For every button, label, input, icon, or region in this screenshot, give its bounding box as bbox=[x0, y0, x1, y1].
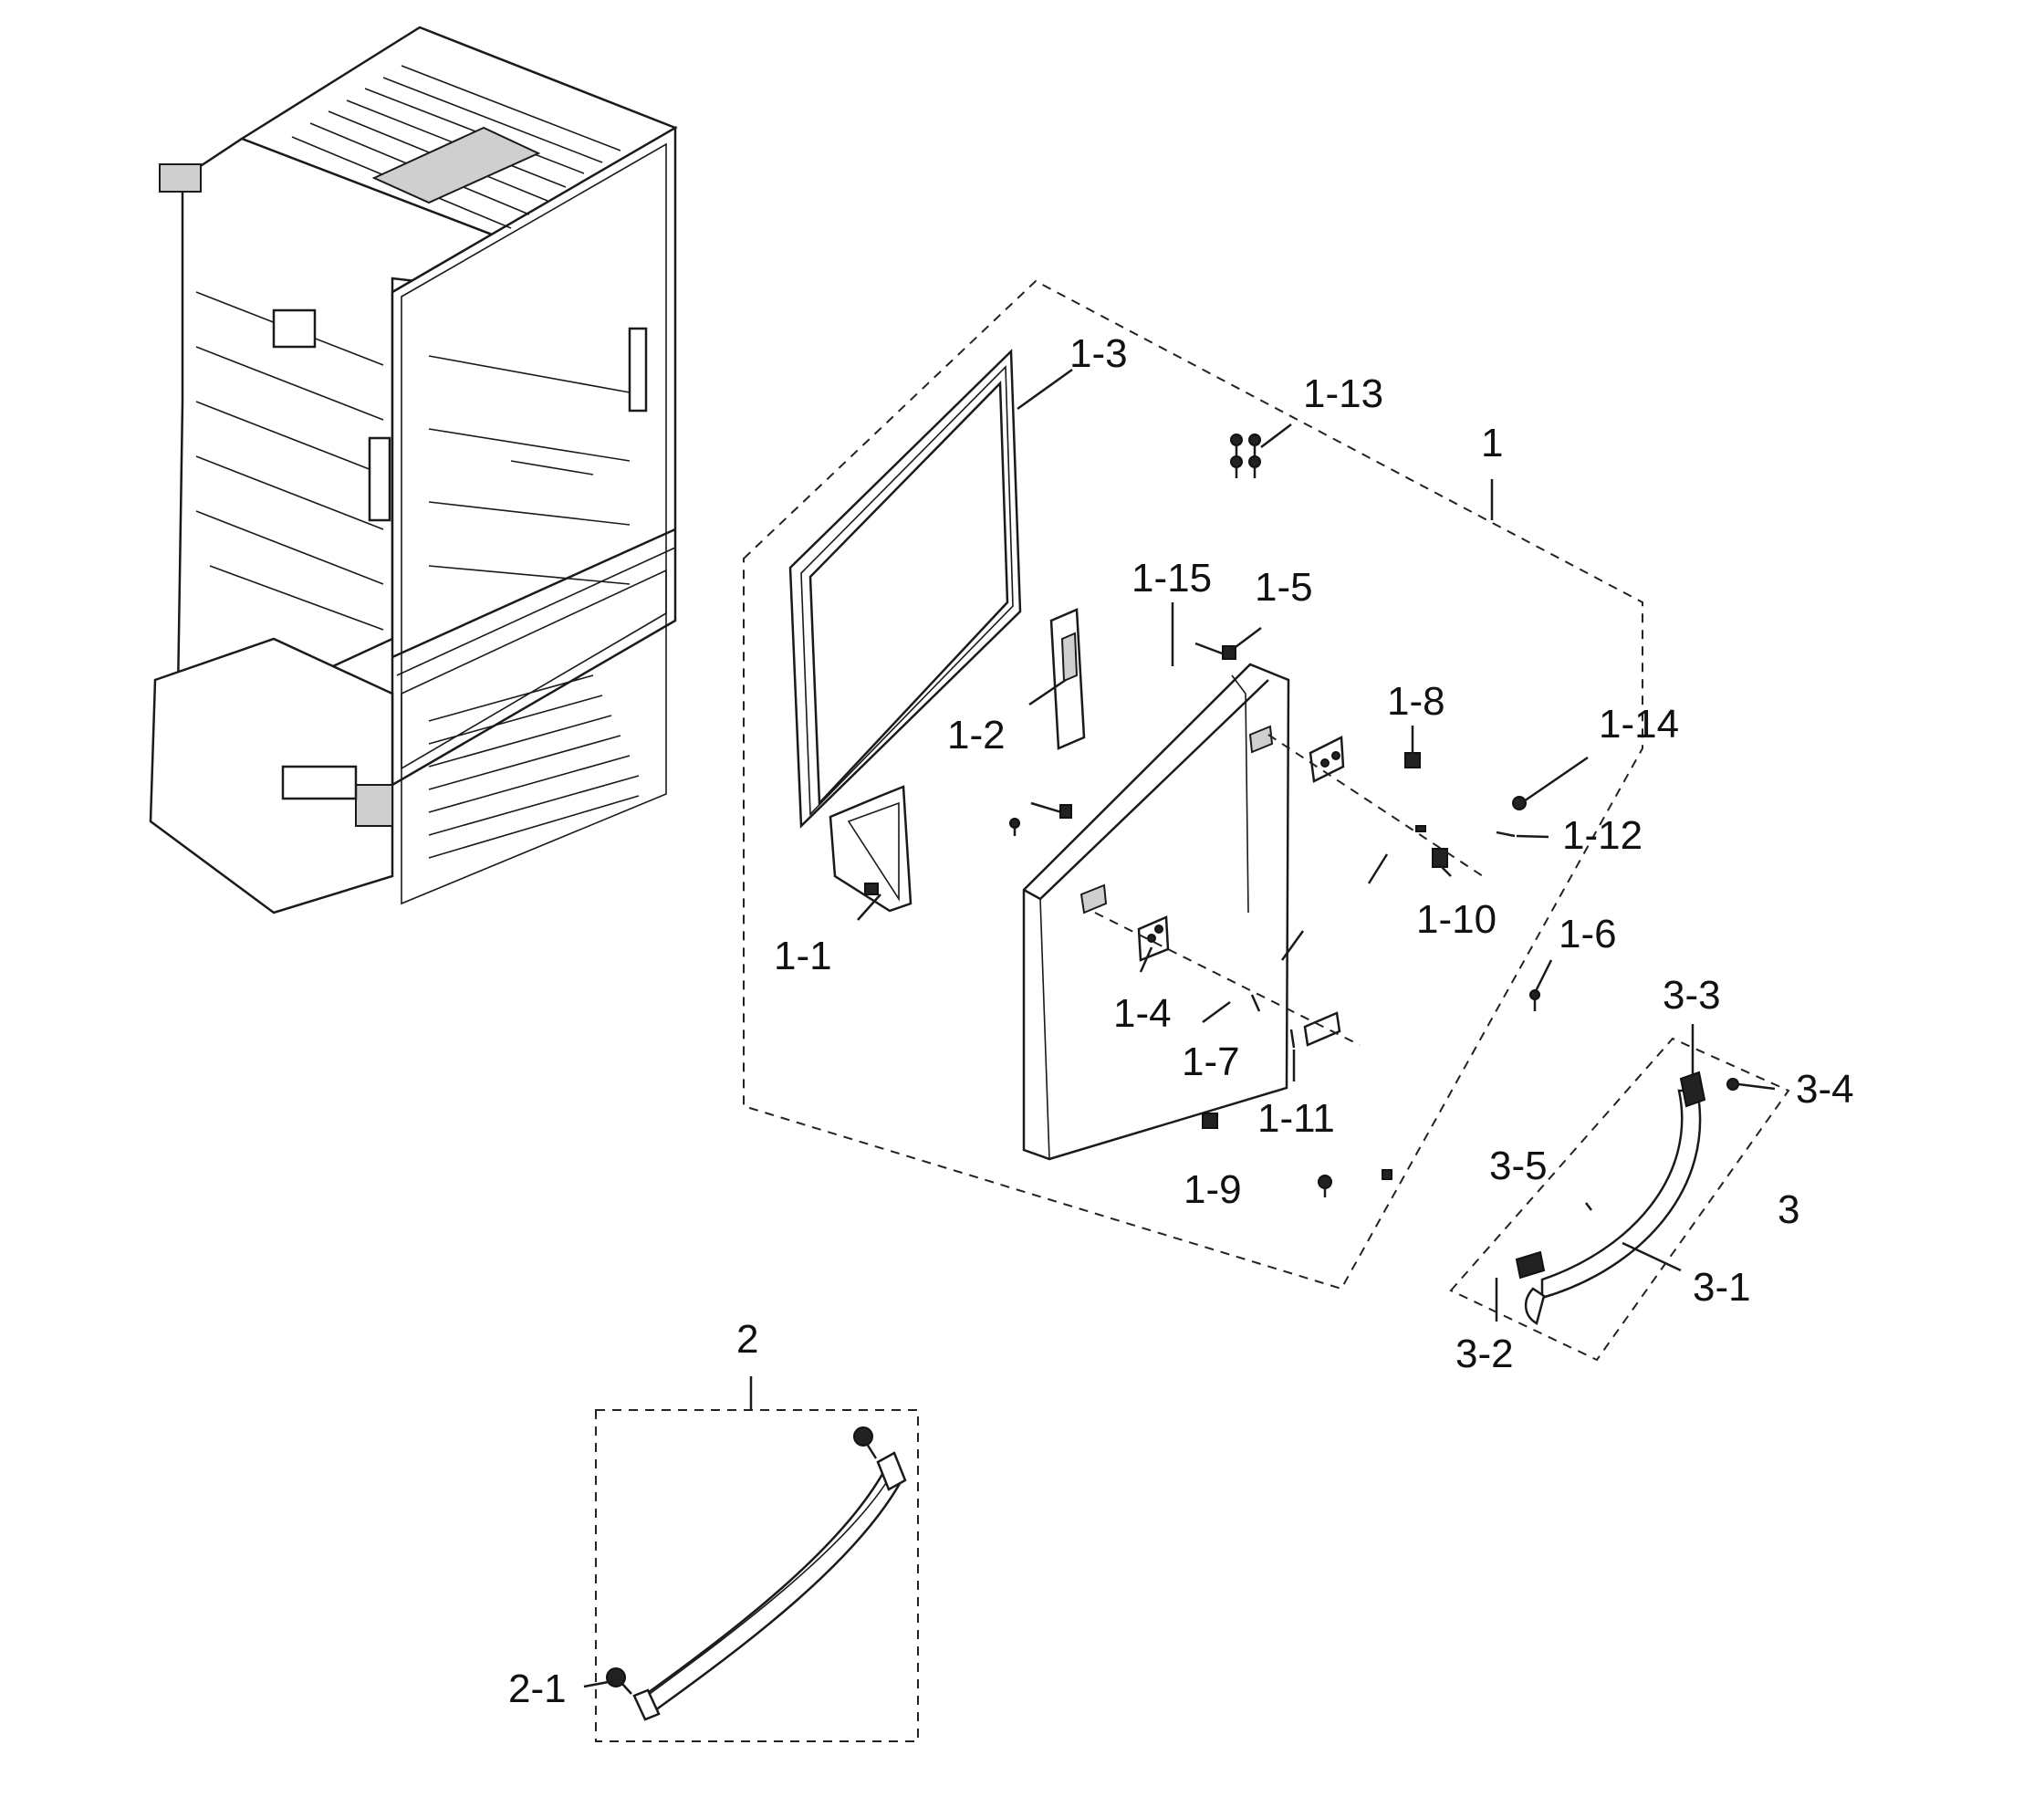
leader-lines bbox=[583, 368, 1776, 1688]
label-3-1: 3-1 bbox=[1693, 1265, 1751, 1310]
label-1-11: 1-11 bbox=[1257, 1096, 1335, 1141]
label-1: 1 bbox=[1481, 421, 1503, 465]
label-3: 3 bbox=[1778, 1187, 1799, 1232]
label-1-5: 1-5 bbox=[1255, 565, 1313, 610]
label-1-9: 1-9 bbox=[1184, 1167, 1242, 1212]
assembly-1-boundary bbox=[743, 279, 1643, 1290]
label-1-4: 1-4 bbox=[1113, 991, 1172, 1036]
assembly-3-boundary bbox=[1449, 1037, 1790, 1362]
label-1-15: 1-15 bbox=[1132, 556, 1212, 601]
label-2: 2 bbox=[736, 1317, 758, 1362]
label-1-10: 1-10 bbox=[1416, 897, 1496, 942]
label-1-6: 1-6 bbox=[1559, 912, 1617, 956]
label-3-2: 3-2 bbox=[1455, 1332, 1514, 1376]
label-1-1: 1-1 bbox=[774, 934, 832, 978]
door-gasket bbox=[788, 349, 1022, 829]
label-1-14: 1-14 bbox=[1599, 702, 1679, 747]
label-1-13: 1-13 bbox=[1303, 371, 1383, 416]
freezer-door bbox=[1022, 663, 1290, 1161]
label-1-12: 1-12 bbox=[1562, 813, 1642, 858]
lower-hinge-bracket bbox=[829, 785, 912, 913]
upper-hinge-bracket bbox=[1049, 608, 1086, 750]
assembly-2-boundary bbox=[595, 1409, 919, 1742]
label-3-4: 3-4 bbox=[1796, 1067, 1854, 1112]
assembly-1-hardware bbox=[1009, 434, 1589, 1197]
label-1-3: 1-3 bbox=[1069, 331, 1128, 376]
label-1-7: 1-7 bbox=[1182, 1040, 1240, 1084]
callout-labels: 1 1-1 1-2 1-3 1-4 1-5 1-6 1-7 1-8 1-9 1-… bbox=[508, 331, 1854, 1711]
label-3-3: 3-3 bbox=[1663, 973, 1721, 1018]
label-1-2: 1-2 bbox=[947, 713, 1006, 758]
refrigerator-cabinet bbox=[149, 26, 678, 914]
label-2-1: 2-1 bbox=[508, 1666, 567, 1711]
label-3-5: 3-5 bbox=[1489, 1144, 1548, 1188]
label-1-8: 1-8 bbox=[1387, 679, 1445, 724]
handle-bar-assembly bbox=[606, 1426, 907, 1721]
